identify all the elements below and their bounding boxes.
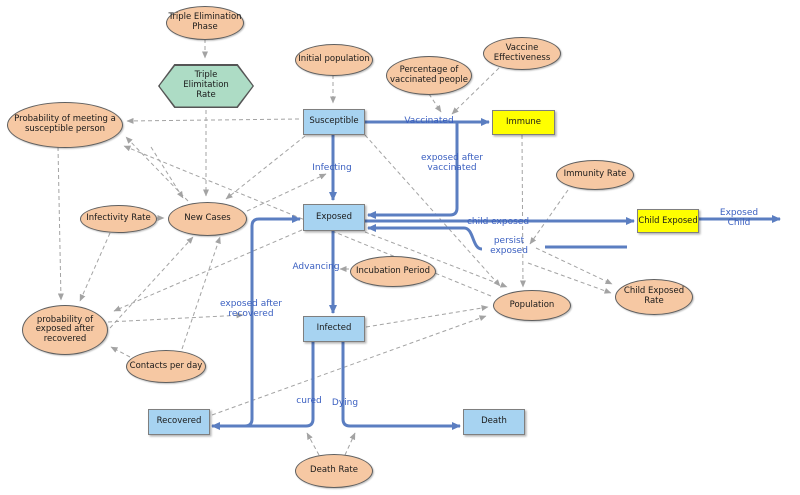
node-infectivity-rate[interactable]: Infectivity Rate [80,205,157,233]
dep-exposed-to-population[interactable] [364,231,508,288]
node-child-exposed-rate[interactable]: Child Exposed Rate [615,279,693,315]
dep-deathrate-to-cured[interactable] [306,432,320,456]
dep-contacts-to-probexprec[interactable] [110,346,131,358]
dep-infected-to-population[interactable] [365,305,489,328]
dep-infectivity-to-probexprec[interactable] [79,232,111,302]
flow-dying[interactable] [341,340,461,430]
dep-vacceff-to-vaccinated[interactable] [451,67,500,115]
flow-label-child-exposed[interactable]: child exposed [466,217,530,228]
node-population[interactable]: Population [493,290,571,321]
flow-label-persist-exposed[interactable]: persist exposed [490,236,528,256]
flow-label-cured[interactable]: cured [296,396,322,407]
node-incubation-period[interactable]: Incubation Period [350,256,436,287]
node-immune[interactable]: Immune [492,110,555,135]
flow-label-vaccinated[interactable]: Vaccinated [404,116,454,127]
flow-label-dying[interactable]: Dying [331,398,359,409]
node-infected[interactable]: Infected [303,316,365,342]
node-percentage-vaccinated[interactable]: Percentage of vaccinated people [386,56,472,95]
dep-exposed-to-probexprec[interactable] [113,229,303,312]
flow-label-exposed-child[interactable]: Exposed Child [719,208,759,228]
node-probability-meeting[interactable]: Probability of meeting a susceptible per… [7,102,123,148]
node-vaccine-effectiveness[interactable]: Vaccine Effectiveness [483,37,561,70]
dep-newcases-to-infecting[interactable] [246,173,327,212]
node-child-exposed[interactable]: Child Exposed [637,209,699,233]
flow-cured[interactable] [211,340,315,430]
node-prob-exposed-recovered[interactable]: probability of exposed after recovered [22,305,108,355]
dep-population-to-cer[interactable] [527,262,612,294]
dep-contacts-to-newcases[interactable] [181,236,221,350]
dep-immune-to-population[interactable] [519,134,526,288]
node-immunity-rate[interactable]: Immunity Rate [556,160,634,190]
dep-susceptible-to-probmeeting[interactable] [126,117,300,124]
node-new-cases[interactable]: New Cases [168,202,247,236]
flow-label-advancing[interactable]: Advancing [292,262,340,273]
flow-label-exposed-after-vaccinated[interactable]: exposed after vaccinated [420,153,484,173]
dep-probexprec-to-earflow[interactable] [107,312,244,323]
flow-label-infecting[interactable]: Infecting [312,163,352,174]
dep-immunityrate-to-persist[interactable] [529,189,569,245]
flow-exposed-after-recovered[interactable] [220,215,301,428]
dep-pctvacc-to-vaccinated[interactable] [428,93,442,113]
node-triple-elimitation-rate[interactable]: Triple Elimitation Rate [158,64,254,108]
flow-exposed-after-vaccinated[interactable] [367,122,459,219]
dep-susceptible-to-newcases[interactable] [225,135,306,200]
flow-label-exposed-after-recovered[interactable]: exposed after recovered [219,299,283,319]
dep-probmeeting-to-newcases[interactable] [150,146,184,199]
flow-persist-exposed[interactable] [367,224,483,251]
dep-probexprec-to-newcases[interactable] [109,236,194,329]
node-exposed[interactable]: Exposed [303,204,365,231]
node-recovered[interactable]: Recovered [148,409,210,435]
dep-persist-to-cer[interactable] [535,247,613,285]
node-triple-elimination-phase[interactable]: Triple Elimination Phase [166,6,244,40]
node-susceptible[interactable]: Susceptible [303,109,365,135]
dep-deathrate-to-dying[interactable] [344,432,356,456]
node-contacts-per-day[interactable]: Contacts per day [126,350,206,383]
node-death[interactable]: Death [463,409,525,435]
node-death-rate[interactable]: Death Rate [295,454,373,488]
dep-newcases-to-probmeeting[interactable] [125,136,189,202]
node-initial-population[interactable]: Initial population [295,44,373,76]
dep-probmeeting-to-probexprec[interactable] [57,146,64,301]
dep-susceptible-to-population[interactable] [364,134,501,287]
